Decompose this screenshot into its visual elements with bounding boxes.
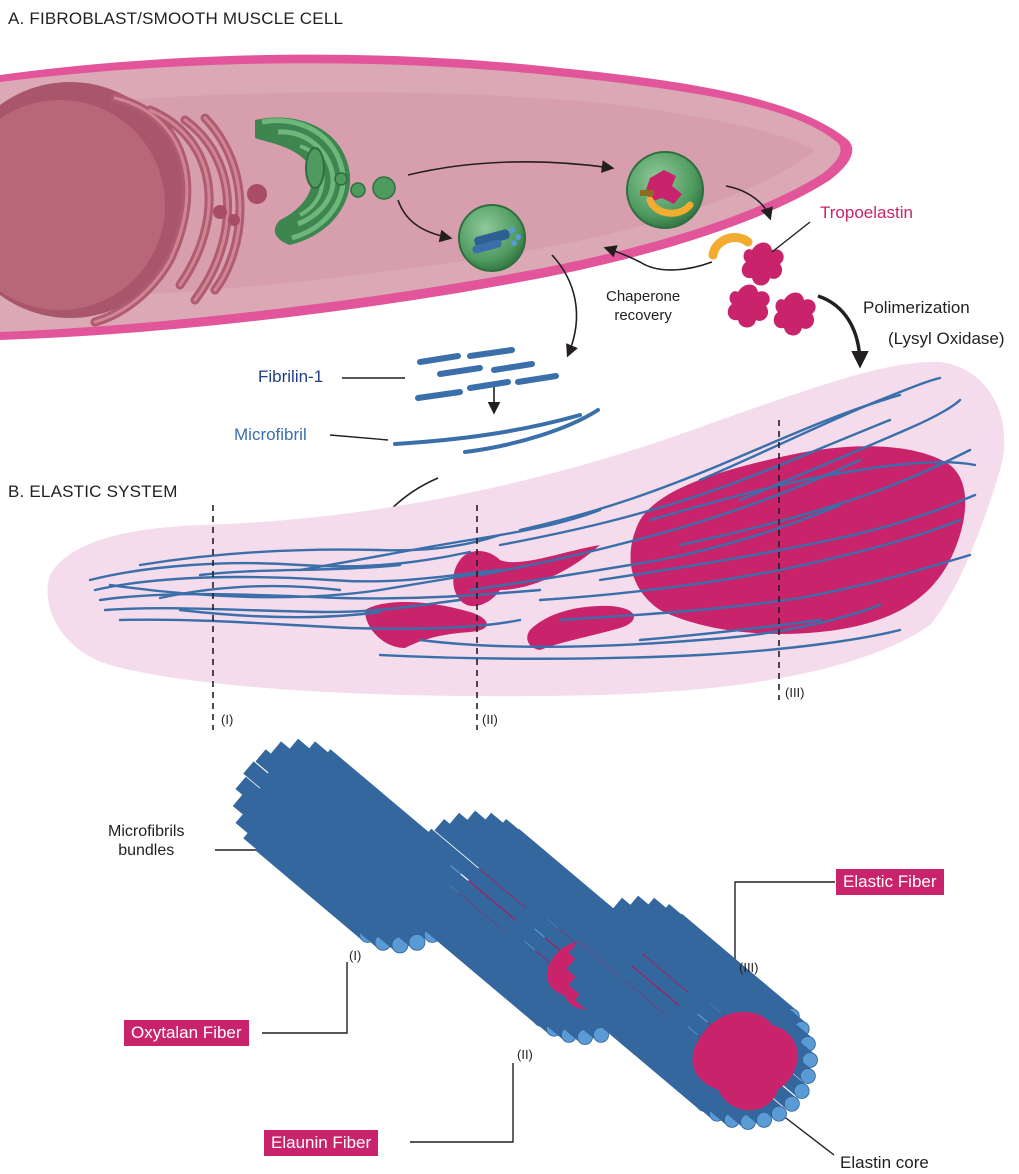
- marker-i-label: (I): [221, 712, 233, 727]
- oxytalan-fiber-tag: Oxytalan Fiber: [124, 1020, 249, 1046]
- bundle-iii-label: (III): [739, 960, 759, 975]
- section-b-title: B. ELASTIC SYSTEM: [8, 482, 178, 502]
- tropoelastin-label: Tropoelastin: [820, 203, 913, 223]
- secretory-vesicle-tropoelastin: [627, 152, 703, 228]
- bundle-i-label: (I): [349, 948, 361, 963]
- marker-iii-label: (III): [785, 685, 805, 700]
- microfibril-label: Microfibril: [234, 425, 307, 445]
- microfibril-strands: [395, 410, 598, 452]
- bundle-ii-label: (II): [517, 1047, 533, 1062]
- lysyl-oxidase-label: (Lysyl Oxidase): [888, 329, 1005, 349]
- elastic-fiber-tag: Elastic Fiber: [836, 869, 944, 895]
- polimerization-label: Polimerization: [863, 298, 970, 318]
- tropoelastin-monomers: [728, 243, 816, 336]
- marker-ii-label: (II): [482, 712, 498, 727]
- secretory-vesicle-fibrilin: [459, 205, 525, 271]
- fibrilin-1-molecules: [418, 350, 556, 398]
- elaunin-fiber-tag: Elaunin Fiber: [264, 1130, 378, 1156]
- section-a-title: A. FIBROBLAST/SMOOTH MUSCLE CELL: [8, 9, 343, 29]
- microfibrils-bundles-label: Microfibrils bundles: [108, 822, 184, 860]
- chaperone-icon: [713, 238, 748, 255]
- chaperone-recovery-label: Chaperone recovery: [606, 287, 680, 325]
- elastin-core-label: Elastin core: [840, 1153, 929, 1173]
- fibrilin-1-label: Fibrilin-1: [258, 367, 323, 387]
- polimerization-arrow: [818, 296, 860, 365]
- fiber-bundles: [233, 739, 818, 1130]
